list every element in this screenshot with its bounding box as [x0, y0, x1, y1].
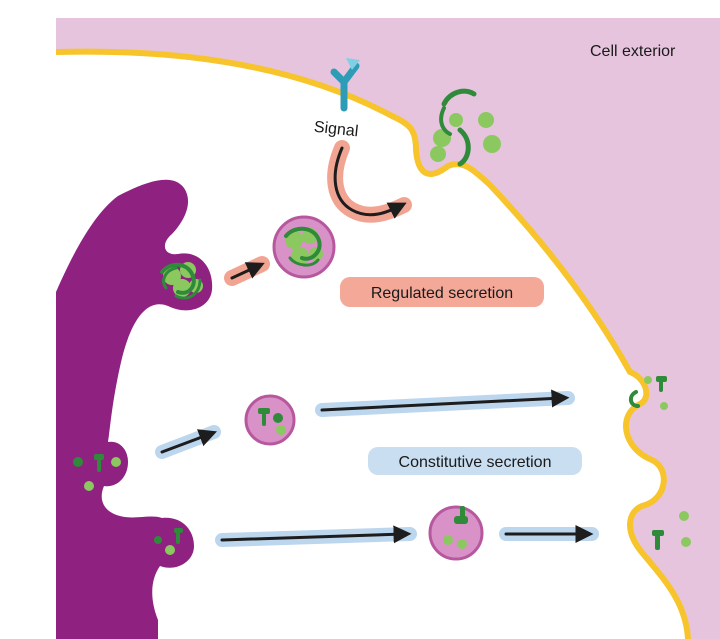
- constitutive-arrow-golgi-to-lower-core: [220, 525, 412, 544]
- constitutive-arrow-golgi-to-upper-core: [160, 429, 218, 454]
- constitutive-secretion-label: Constitutive secretion: [399, 454, 552, 471]
- golgi-compartment: [56, 179, 213, 639]
- plasma-membrane: [55, 48, 691, 639]
- constitutive-released-cargo-upper: [629, 376, 668, 410]
- constitutive-released-cargo-lower: [652, 511, 691, 550]
- receptor-icon: [330, 58, 360, 112]
- regulated-released-cargo: [430, 88, 501, 167]
- cell-exterior-region: [56, 18, 720, 639]
- signal-label: Signal: [313, 119, 359, 141]
- golgi-regulated-cargo: [160, 262, 203, 300]
- regulated-secretion-label: Regulated secretion: [371, 285, 513, 302]
- regulated-vesicle: [272, 215, 336, 279]
- constitutive-vesicle-lower: [428, 505, 484, 561]
- constitutive-arrow-upper-to-membrane-core: [320, 389, 570, 412]
- constitutive-label-bg: [368, 447, 582, 475]
- golgi-constitutive-cargo-upper: [73, 454, 121, 491]
- regulated-arrow-1-core: [230, 262, 265, 280]
- golgi-constitutive-cargo-lower: [154, 528, 183, 555]
- constitutive-vesicle-upper: [244, 394, 296, 446]
- regulated-label-bg: [340, 277, 544, 307]
- cell-exterior-label: Cell exterior: [590, 43, 676, 60]
- signal-arrow-core: [333, 146, 407, 219]
